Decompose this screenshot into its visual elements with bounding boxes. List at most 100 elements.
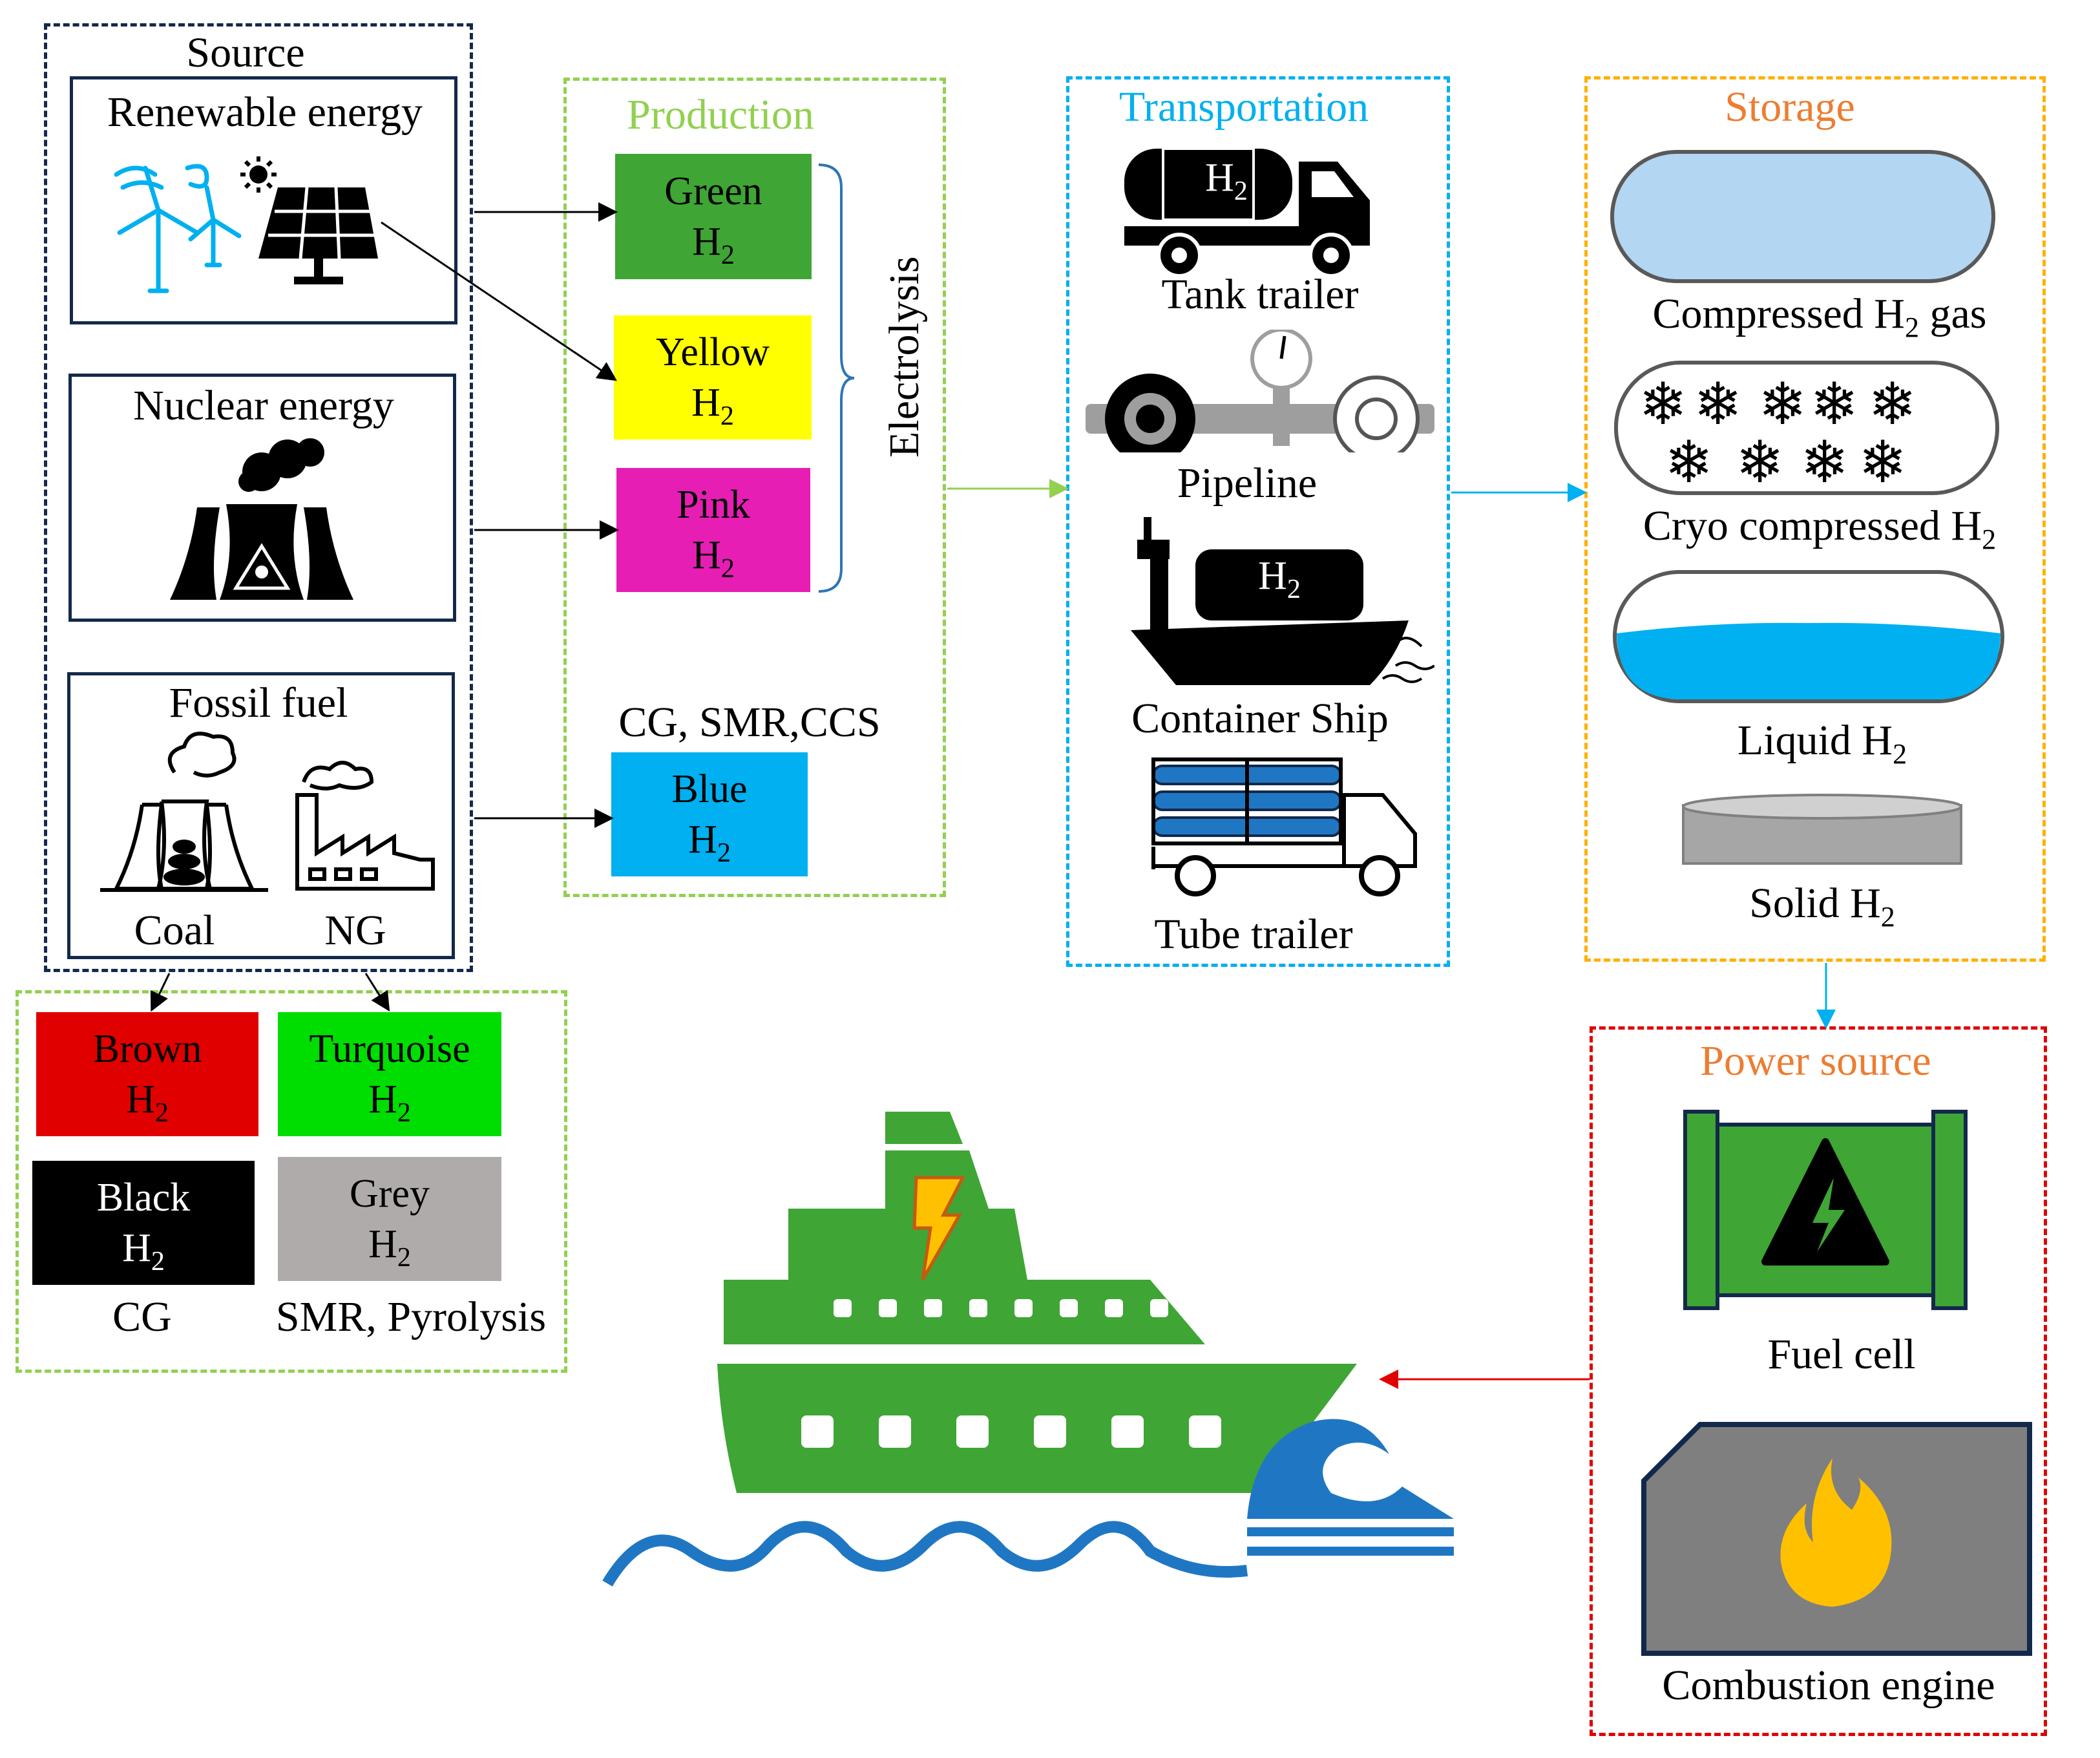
transportation-title: Transportation — [1118, 83, 1369, 131]
turquoise-h2-name: Turquoise — [309, 1027, 470, 1071]
h2-symbol: H — [1258, 554, 1287, 598]
hydrogen-ship-icon — [601, 1105, 1467, 1596]
tube-trailer-icon — [1150, 756, 1428, 898]
liquid-tank-icon — [1612, 569, 2006, 704]
liquid-text: Liquid H — [1737, 717, 1893, 764]
solid-tank-icon — [1680, 792, 1964, 870]
h2-symbol: H — [126, 1077, 155, 1121]
nuclear-energy-label: Nuclear energy — [133, 382, 394, 429]
fuel-cell-icon — [1680, 1107, 1971, 1313]
blue-h2-tile: Blue H2 — [611, 752, 808, 876]
tank-h2-label: H2 — [1188, 155, 1265, 205]
h2-symbol: H — [368, 1222, 397, 1266]
compressed-gas-text: Compressed H — [1652, 290, 1905, 337]
svg-text:❄: ❄ — [1639, 370, 1687, 438]
production-group — [563, 78, 946, 897]
svg-text:❄: ❄ — [1664, 429, 1713, 496]
pipeline-icon — [1079, 330, 1441, 452]
combustion-engine-label: Combustion engine — [1662, 1662, 1995, 1709]
h2-symbol: H — [688, 818, 717, 862]
yellow-h2-name: Yellow — [655, 330, 770, 374]
h2-symbol: H — [692, 220, 721, 264]
h2-subscript: 2 — [1893, 738, 1907, 770]
cryo-label: Cryo compressed H2 — [1600, 502, 2039, 556]
storage-title: Storage — [1725, 83, 1855, 131]
h2-subscript: 2 — [1982, 524, 1997, 555]
fossil-hydrogen-group — [16, 990, 567, 1373]
h2-subscript: 2 — [1234, 176, 1248, 206]
svg-text:❄: ❄ — [1868, 370, 1916, 438]
renewable-energy-label: Renewable energy — [107, 89, 423, 136]
tube-trailer-label: Tube trailer — [1154, 911, 1353, 958]
solid-label: Solid H2 — [1680, 879, 1964, 933]
yellow-h2-tile: Yellow H2 — [614, 315, 812, 440]
storage-group — [1584, 76, 2046, 962]
smr-pyrolysis-label: SMR, Pyrolysis — [275, 1293, 547, 1340]
h2-subscript: 2 — [154, 1098, 169, 1128]
pipeline-label: Pipeline — [1177, 460, 1318, 507]
transportation-group — [1066, 76, 1450, 967]
h2-symbol: H — [1205, 156, 1234, 200]
solar-panel-icon — [239, 155, 381, 291]
coal-label: Coal — [134, 907, 215, 954]
container-ship-label: Container Ship — [1131, 695, 1389, 742]
ng-label: NG — [324, 907, 386, 954]
svg-text:❄: ❄ — [1736, 429, 1784, 496]
h2-symbol: H — [691, 381, 720, 425]
h2-subscript: 2 — [720, 240, 735, 270]
container-ship-icon — [1124, 511, 1434, 692]
pink-h2-tile: Pink H2 — [616, 468, 810, 592]
blue-methods-label: CG, SMR,CCS — [618, 699, 881, 746]
tank-truck-icon — [1118, 142, 1376, 278]
compressed-gas-tank-icon — [1609, 149, 1997, 284]
h2-subscript: 2 — [720, 554, 735, 584]
source-title: Source — [186, 29, 305, 76]
electrolysis-brace — [815, 162, 861, 595]
h2-subscript: 2 — [1286, 575, 1301, 604]
h2-subscript: 2 — [397, 1098, 411, 1128]
h2-subscript: 2 — [720, 401, 734, 431]
combustion-engine-icon — [1639, 1419, 2033, 1658]
ship-h2-label: H2 — [1241, 553, 1318, 603]
power-source-title: Power source — [1700, 1037, 1931, 1085]
renewable-energy-box — [70, 76, 457, 324]
fossil-fuel-box — [67, 672, 455, 959]
cryo-tank-icon: ❄❄❄❄❄ ❄❄❄❄ — [1613, 359, 2000, 496]
compressed-gas-label: Compressed H2 gas — [1600, 290, 2039, 344]
turquoise-h2-tile: Turquoise H2 — [278, 1012, 501, 1136]
h2-symbol: H — [122, 1226, 151, 1270]
brown-h2-name: Brown — [92, 1027, 202, 1071]
fossil-fuel-label: Fossil fuel — [169, 679, 348, 726]
svg-text:❄: ❄ — [1694, 370, 1742, 438]
solid-text: Solid H — [1749, 880, 1881, 927]
brown-h2-tile: Brown H2 — [36, 1012, 258, 1136]
cg-label: CG — [112, 1293, 172, 1340]
h2-subscript: 2 — [717, 838, 731, 868]
fuel-cell-label: Fuel cell — [1767, 1331, 1916, 1378]
nuclear-plant-icon — [165, 433, 359, 608]
svg-text:❄: ❄ — [1858, 429, 1907, 496]
pink-h2-name: Pink — [677, 483, 750, 527]
h2-subscript: 2 — [397, 1243, 411, 1273]
h2-symbol: H — [692, 533, 721, 577]
h2-subscript: 2 — [1880, 901, 1895, 933]
grey-h2-name: Grey — [350, 1172, 430, 1216]
svg-text:❄: ❄ — [1758, 370, 1807, 438]
liquid-label: Liquid H2 — [1680, 716, 1964, 770]
cryo-text: Cryo compressed H — [1643, 502, 1982, 549]
h2-subscript: 2 — [1904, 312, 1919, 343]
green-h2-tile: Green H2 — [615, 154, 812, 279]
svg-text:❄: ❄ — [1800, 429, 1849, 496]
blue-h2-name: Blue — [671, 767, 748, 811]
wind-turbine-icon — [110, 149, 252, 297]
black-h2-tile: Black H2 — [32, 1161, 255, 1285]
h2-symbol: H — [368, 1077, 397, 1121]
green-h2-name: Green — [664, 169, 762, 213]
coal-plant-icon — [97, 727, 271, 895]
tank-trailer-label: Tank trailer — [1161, 271, 1359, 318]
factory-icon — [291, 756, 439, 895]
black-h2-name: Black — [96, 1176, 191, 1220]
compressed-gas-suffix: gas — [1918, 290, 1987, 337]
svg-text:❄: ❄ — [1810, 370, 1858, 438]
